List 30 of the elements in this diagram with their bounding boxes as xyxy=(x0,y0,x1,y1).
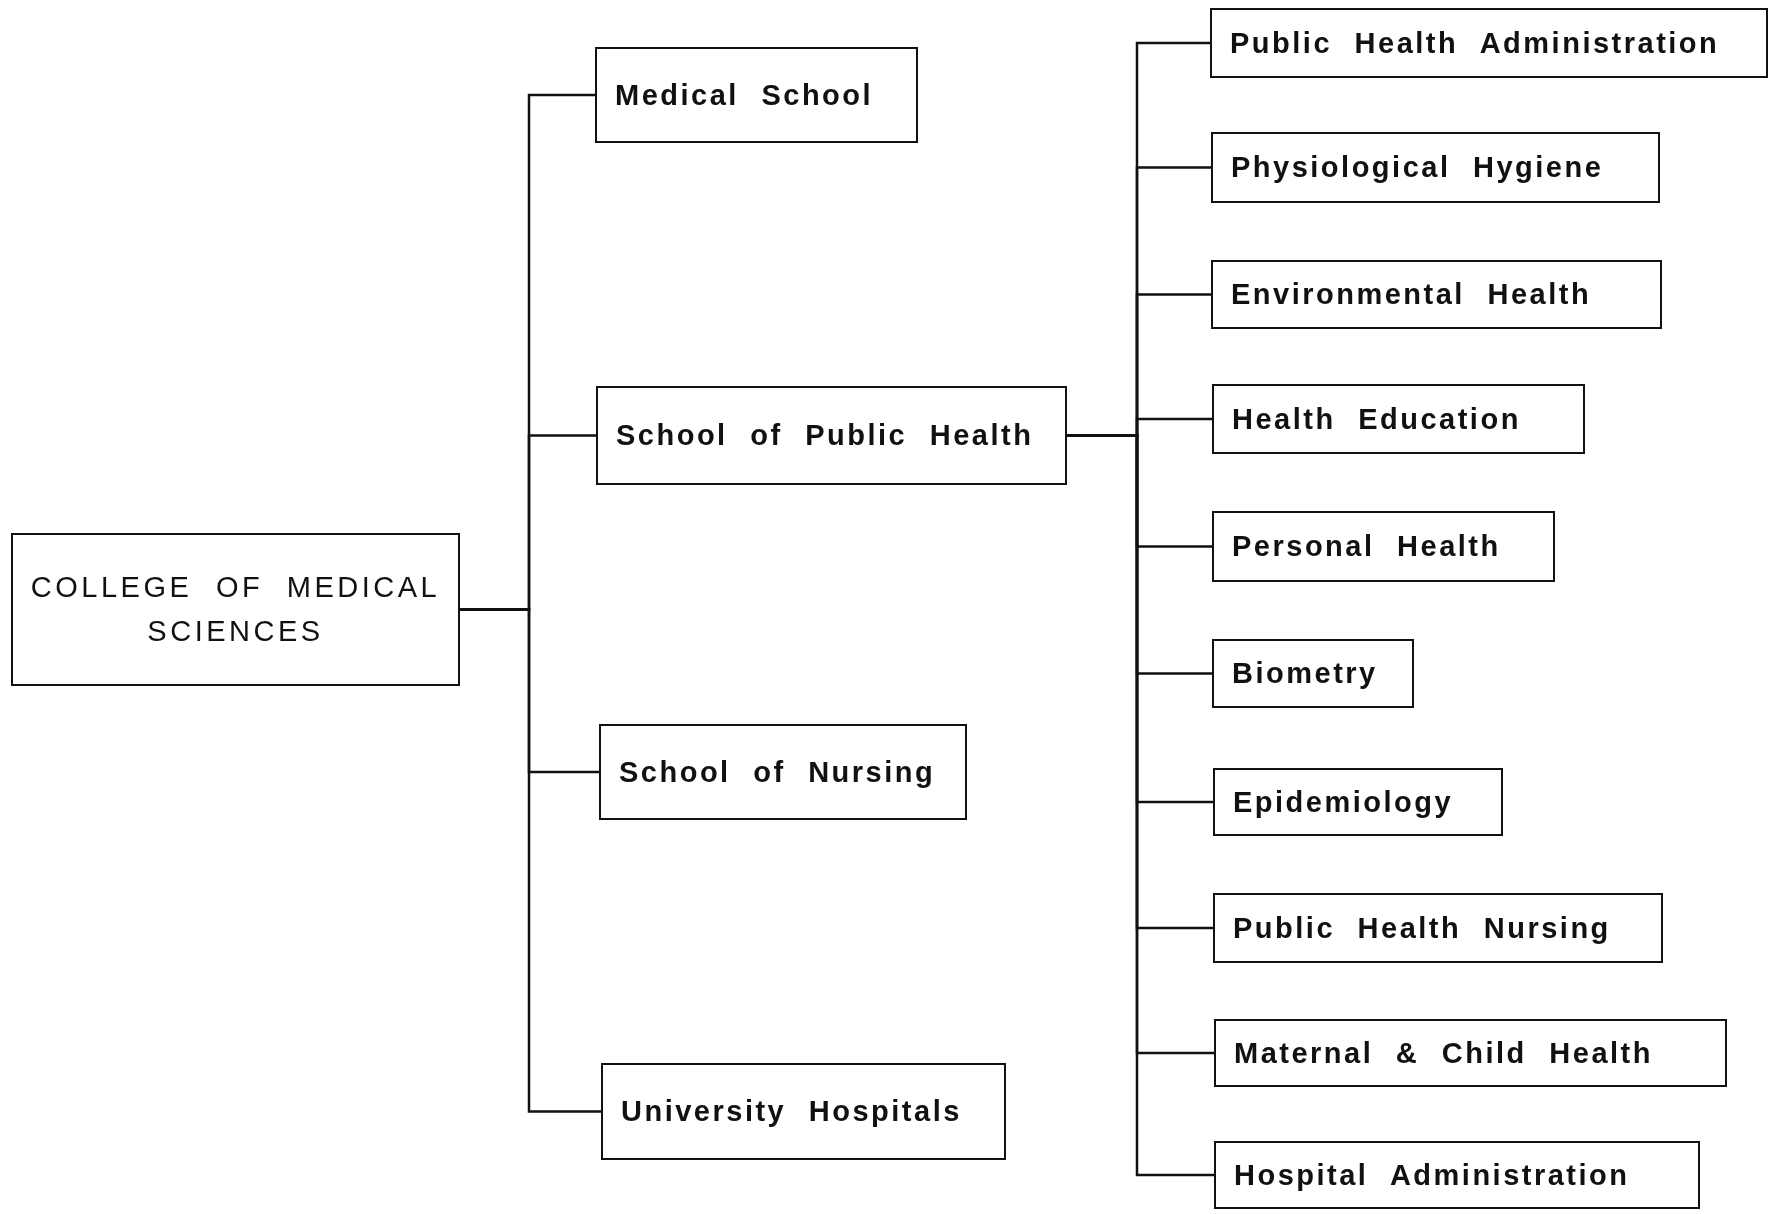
unit-name: COLLEGE OF MEDICAL SCIENCES xyxy=(29,570,442,649)
org-box xyxy=(595,47,918,143)
org-box xyxy=(1210,8,1768,78)
unit-name: Medical School xyxy=(614,78,874,112)
org-box xyxy=(11,533,460,686)
unit-name: Biometry xyxy=(1231,657,1378,690)
unit-name: Public Health Nursing xyxy=(1232,911,1611,945)
org-box xyxy=(1212,639,1414,708)
org-box xyxy=(599,724,967,820)
org-box xyxy=(601,1063,1006,1160)
unit-name: Health Education xyxy=(1231,402,1521,436)
unit-name: Epidemiology xyxy=(1232,785,1454,819)
org-box xyxy=(1211,260,1662,329)
unit-name: Personal Health xyxy=(1231,530,1501,563)
unit-name: School of Public Health xyxy=(615,419,1034,452)
unit-name: Maternal & Child Health xyxy=(1233,1036,1653,1070)
org-box xyxy=(1213,768,1503,836)
unit-name: School of Nursing xyxy=(618,755,936,789)
unit-name: Public Health Administration xyxy=(1229,26,1720,60)
unit-name: Physiological Hygiene xyxy=(1230,151,1604,184)
org-box xyxy=(1211,132,1660,203)
unit-name: Hospital Administration xyxy=(1233,1158,1630,1192)
org-box xyxy=(1213,893,1663,963)
unit-name: University Hospitals xyxy=(620,1095,962,1128)
org-box xyxy=(596,386,1067,485)
org-box xyxy=(1212,511,1555,582)
org-box xyxy=(1214,1019,1727,1087)
org-box xyxy=(1212,384,1585,454)
unit-name: Environmental Health xyxy=(1230,278,1592,311)
org-box xyxy=(1214,1141,1700,1209)
